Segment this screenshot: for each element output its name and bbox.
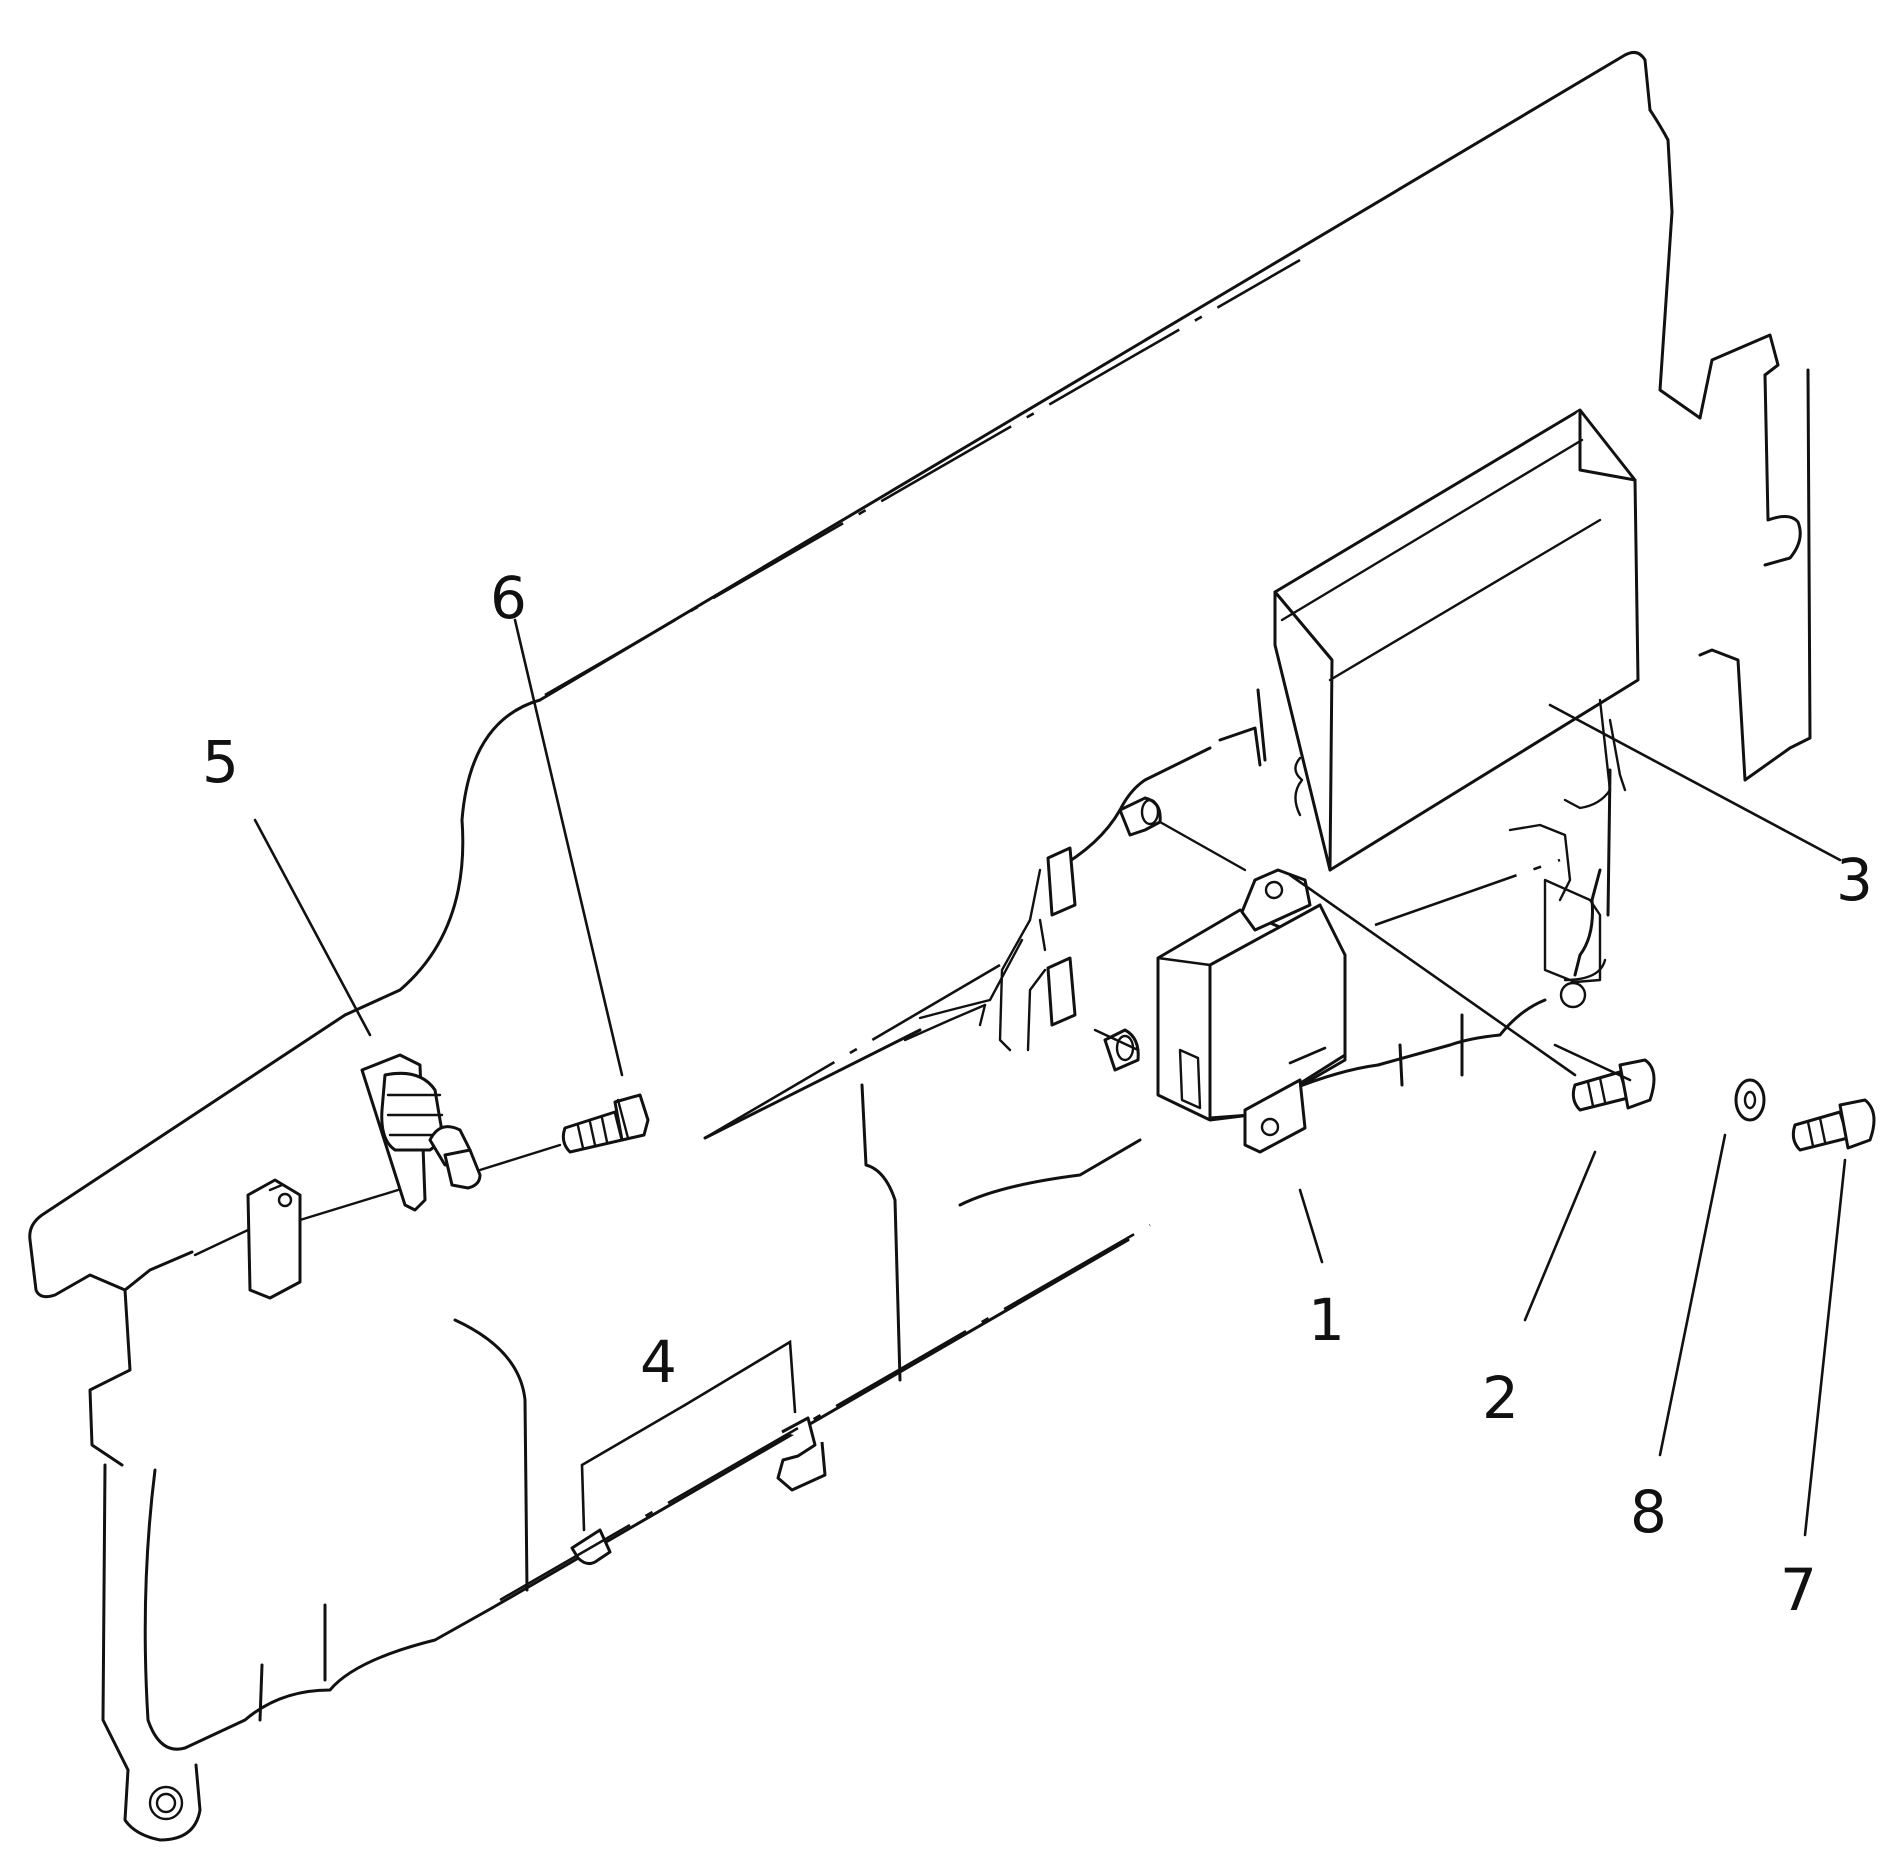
center-line-mid — [704, 963, 1001, 1140]
callout-8: 8 — [1630, 1478, 1667, 1546]
switch-assembly — [193, 1053, 562, 1300]
callout-1: 1 — [1308, 1286, 1345, 1354]
callout-4: 4 — [640, 1328, 677, 1396]
callout-3: 3 — [1836, 846, 1873, 914]
controller-unit — [1156, 868, 1347, 1154]
callout-5: 5 — [202, 728, 239, 796]
bolt-6 — [561, 1093, 650, 1154]
controller-housing — [1273, 408, 1640, 1009]
center-line-bottom — [499, 1223, 1151, 1602]
callout-2: 2 — [1482, 1364, 1519, 1432]
wire-harness-connectors — [903, 796, 1247, 1072]
callout-numbers: 1 2 3 4 5 6 7 8 — [202, 564, 1873, 1624]
center-line-right — [1374, 858, 1561, 927]
bolt-7 — [1791, 1098, 1876, 1152]
bolt-2 — [1571, 1058, 1656, 1112]
callout-6: 6 — [490, 564, 527, 632]
center-line-top — [544, 258, 1301, 697]
leader-lines — [253, 618, 1847, 1537]
washer-8 — [1734, 1078, 1766, 1122]
mounting-frame — [28, 50, 1812, 1842]
callout-7: 7 — [1780, 1556, 1817, 1624]
